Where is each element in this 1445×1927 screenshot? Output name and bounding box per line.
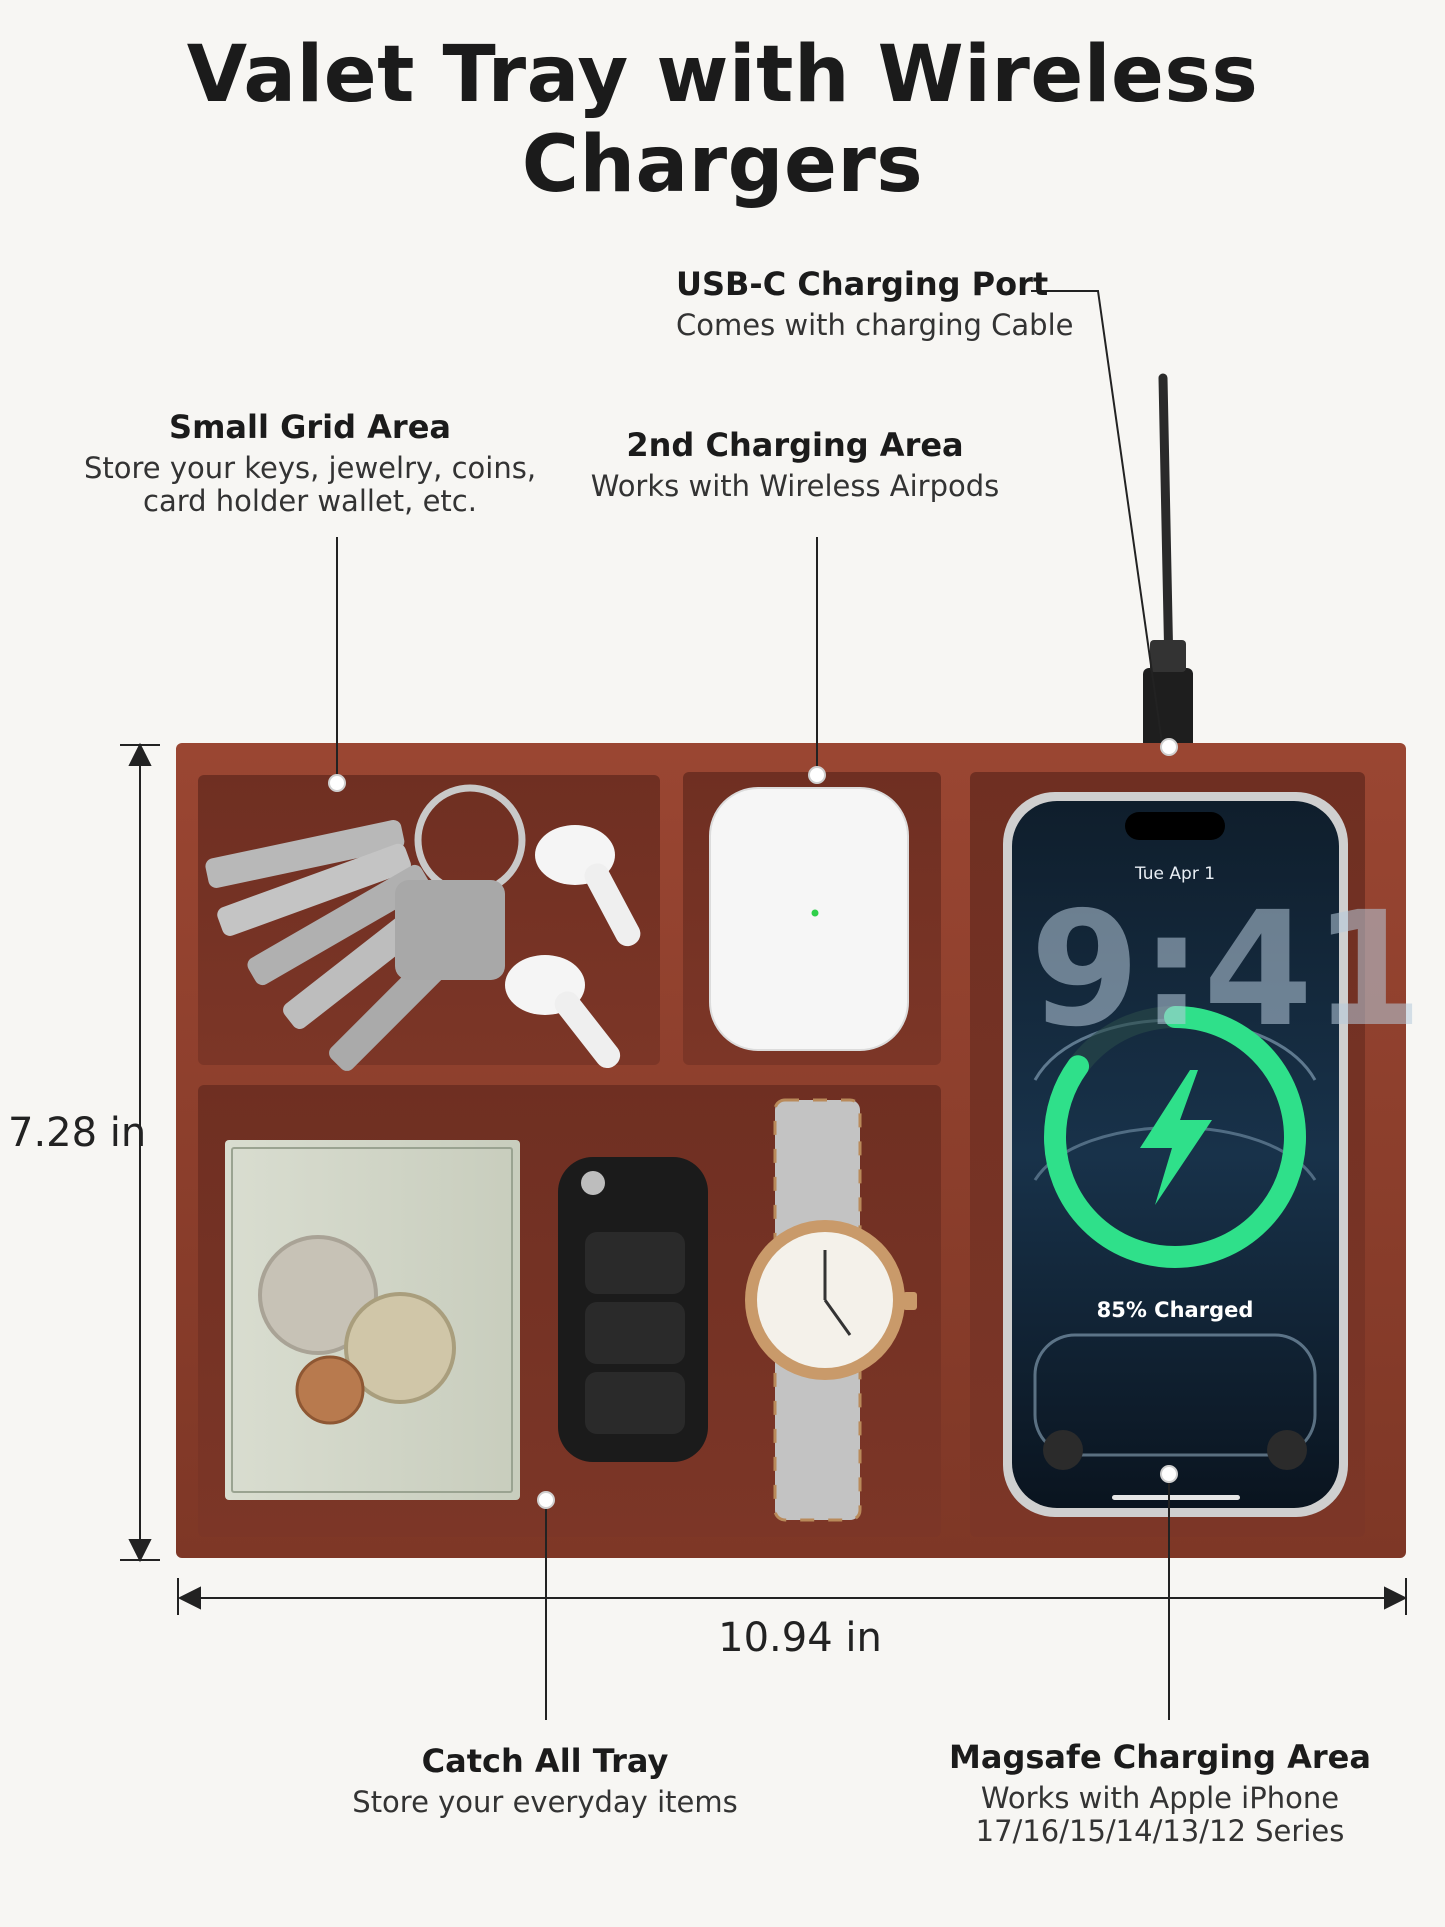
small-grid-subtext-1: Store your keys, jewelry, coins,	[83, 451, 537, 485]
catch-all-heading: Catch All Tray	[421, 1742, 669, 1780]
small-grid-label: Small Grid Area Store your keys, jewelry…	[60, 408, 560, 518]
phone-clock: 9:41	[1030, 878, 1423, 1062]
catch-all-label: Catch All Tray Store your everyday items	[300, 1742, 790, 1819]
second-charging-label: 2nd Charging Area Works with Wireless Ai…	[560, 426, 1030, 503]
flashlight-icon	[1043, 1430, 1083, 1470]
usb-c-subtext: Comes with charging Cable	[676, 308, 1074, 342]
callout-dots	[328, 738, 1178, 1509]
charging-ring	[1044, 1006, 1306, 1268]
magsafe-subtext-1: Works with Apple iPhone	[980, 1781, 1340, 1815]
wristwatch	[745, 1098, 917, 1522]
lightning-bolt-icon	[1140, 1070, 1212, 1205]
money-clip	[225, 1140, 520, 1500]
magsafe-label: Magsafe Charging Area Works with Apple i…	[935, 1738, 1385, 1848]
magsafe-heading: Magsafe Charging Area	[949, 1738, 1371, 1776]
phone-date: Tue Apr 1	[1134, 864, 1216, 884]
catch-all-subtext: Store your everyday items	[352, 1785, 738, 1819]
second-charging-subtext: Works with Wireless Airpods	[590, 469, 1000, 503]
usb-c-cable	[1143, 373, 1193, 760]
usb-c-label: USB-C Charging Port Comes with charging …	[676, 265, 1073, 342]
dimension-arrows	[120, 742, 1408, 1615]
airpods-case	[709, 787, 909, 1051]
page-title: Valet Tray with Wireless Chargers	[186, 30, 1259, 210]
height-dimension: 7.28 in	[8, 1110, 147, 1156]
second-charging-heading: 2nd Charging Area	[626, 426, 964, 464]
iphone	[1003, 792, 1348, 1517]
width-dimension: 10.94 in	[718, 1615, 882, 1661]
small-grid-heading: Small Grid Area	[169, 408, 451, 446]
charge-status: 85% Charged	[1096, 1298, 1254, 1322]
car-key-fob	[558, 1157, 708, 1462]
keys	[205, 784, 526, 1071]
camera-icon	[1267, 1430, 1307, 1470]
usb-c-heading: USB-C Charging Port	[676, 265, 1049, 303]
magsafe-subtext-2: 17/16/15/14/13/12 Series	[975, 1814, 1345, 1848]
small-grid-subtext-2: card holder wallet, etc.	[143, 484, 477, 518]
airpods-earbuds	[505, 825, 641, 1069]
